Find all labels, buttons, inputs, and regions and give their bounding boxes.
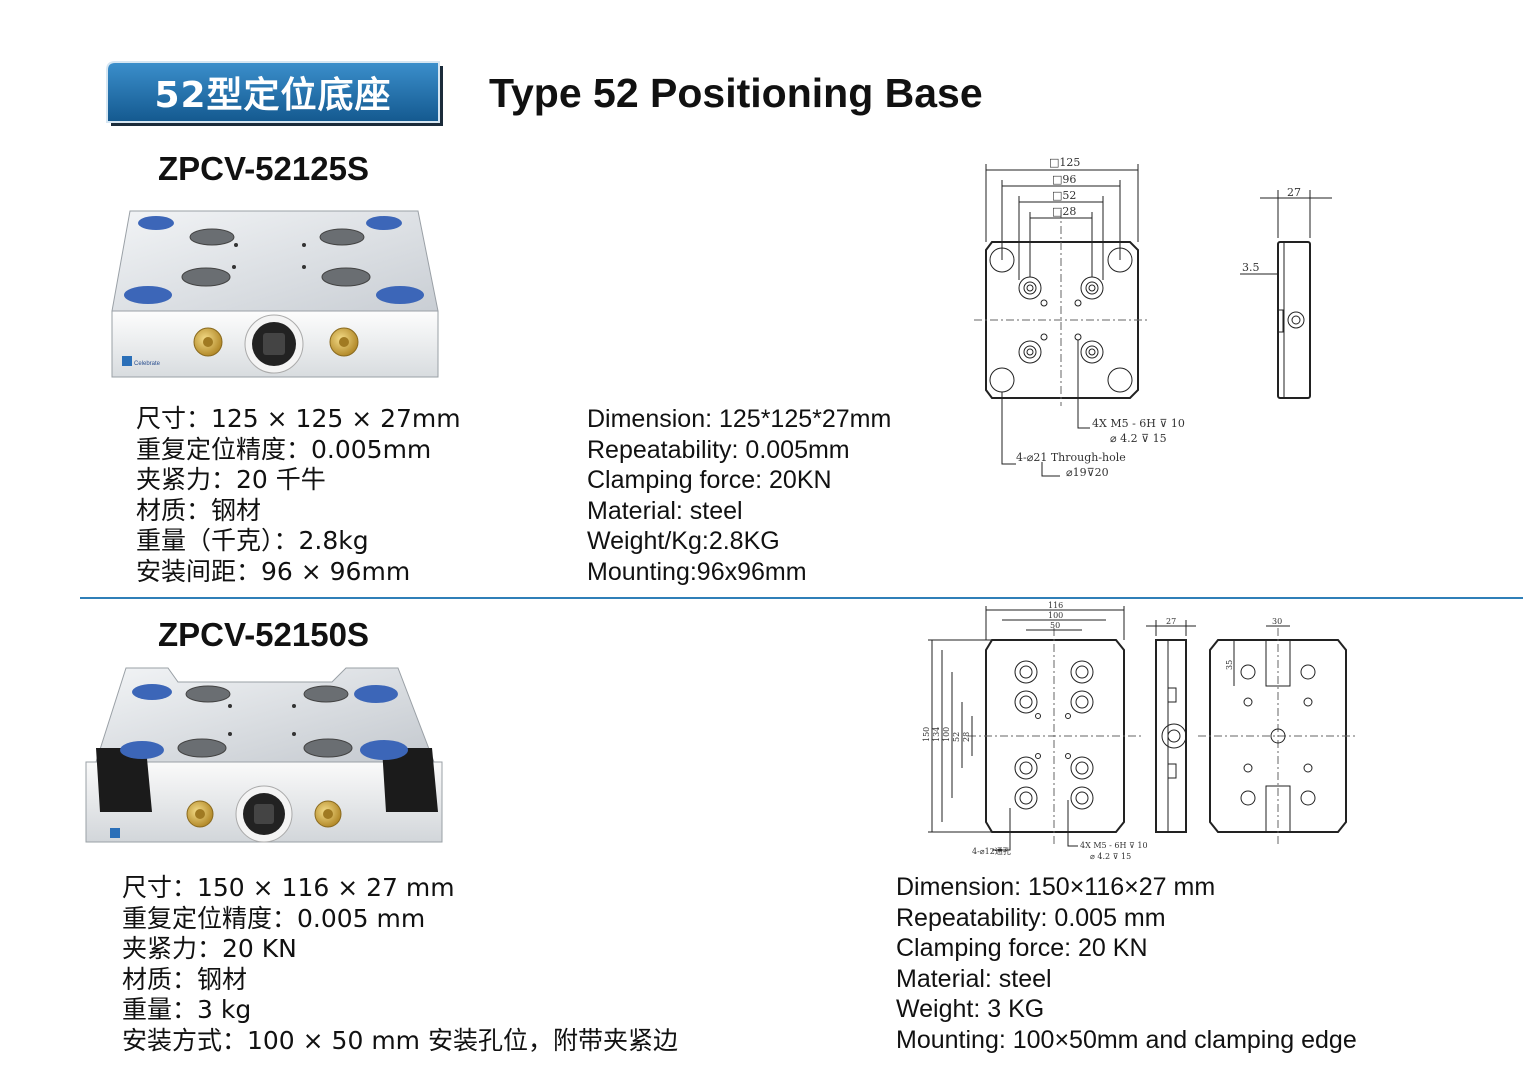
technical-drawing-1: □125 □96 □52 □28 27 3.5 4X M5 - 6H ⊽ 10 …: [974, 156, 1332, 479]
dim-label-100: 100: [1048, 611, 1063, 620]
dim-label-28: 28: [962, 732, 971, 742]
spec-dimension-cn: 尺寸：150 × 116 × 27 mm: [122, 873, 455, 902]
page-title: Type 52 Positioning Base: [489, 70, 983, 116]
product-model-1: ZPCV-52125S: [158, 150, 369, 187]
dim-label-134: 134: [932, 727, 941, 742]
technical-drawing-2: 116 100 50 150 134 100 52 28 27 30 35 4-…: [922, 601, 1358, 861]
spec-weight-cn: 重量（千克）：2.8kg: [136, 526, 369, 556]
spec-material-en: Material: steel: [896, 964, 1052, 993]
spec-dimension-cn: 尺寸：125 × 125 × 27mm: [136, 404, 461, 433]
note-counterbore: ⌀19⊽20: [1066, 466, 1109, 479]
product-photo-1: Celebrate: [111, 210, 439, 378]
spec-mounting-cn: 安装间距：96 × 96mm: [136, 556, 411, 586]
spec-weight-cn: 重量：3 kg: [122, 995, 252, 1025]
spec-repeatability-en: Repeatability: 0.005 mm: [896, 903, 1166, 932]
dim-label-slot: 35: [1225, 660, 1234, 670]
spec-repeatability-en: Repeatability: 0.005mm: [587, 435, 850, 464]
note-through-hole: 4-⌀12通孔: [972, 846, 1011, 856]
spec-clamping-en: Clamping force: 20KN: [587, 466, 832, 495]
dim-label-125: □125: [1049, 156, 1080, 169]
spec-dimension-en: Dimension: 150×116×27 mm: [896, 873, 1216, 901]
note-drill: ⌀ 4.2 ⊽ 15: [1110, 432, 1167, 445]
dim-label-side-width: 27: [1166, 617, 1176, 626]
dim-label-side-offset: 3.5: [1242, 261, 1260, 274]
dim-label-52: 52: [952, 732, 961, 742]
badge-label: 52型定位底座: [154, 75, 392, 116]
dim-label-100: 100: [942, 727, 951, 742]
badge-background: [106, 61, 443, 126]
section-divider: [80, 597, 1523, 599]
spec-list-cn-2: 尺寸：150 × 116 × 27 mm 重复定位精度：0.005 mm 夹紧力…: [122, 873, 678, 1057]
spec-clamping-en: Clamping force: 20 KN: [896, 934, 1148, 963]
note-through-hole: 4-⌀21 Through-hole: [1016, 451, 1126, 464]
note-drill: ⌀ 4.2 ⊽ 15: [1090, 852, 1131, 861]
spec-mounting-cn: 安装方式：100 × 50 mm 安装孔位，附带夹紧边: [122, 1025, 678, 1055]
spec-clamping-cn: 夹紧力：20 千牛: [136, 465, 326, 495]
spec-mounting-en: Mounting:96x96mm: [587, 557, 807, 586]
dim-label-52: □52: [1052, 189, 1076, 202]
dim-label-28: □28: [1052, 205, 1076, 218]
dim-label-side-width: 27: [1287, 186, 1301, 199]
product-model-2: ZPCV-52150S: [158, 616, 369, 653]
product-photo-2: [85, 667, 443, 843]
spec-list-cn-1: 尺寸：125 × 125 × 27mm 重复定位精度：0.005mm 夹紧力：2…: [136, 404, 461, 588]
spec-material-en: Material: steel: [587, 496, 743, 525]
spec-list-en-2: Dimension: 150×116×27 mm Repeatability: …: [896, 872, 1357, 1056]
spec-weight-en: Weight/Kg:2.8KG: [587, 527, 780, 556]
spec-repeatability-cn: 重复定位精度：0.005mm: [136, 434, 432, 464]
spec-list-en-1: Dimension: 125*125*27mm Repeatability: 0…: [587, 404, 891, 588]
spec-mounting-en: Mounting: 100×50mm and clamping edge: [896, 1025, 1357, 1054]
note-thread: 4X M5 - 6H ⊽ 10: [1080, 841, 1148, 850]
dim-label-96: □96: [1052, 173, 1076, 186]
dim-label-50: 50: [1050, 621, 1060, 630]
spec-material-cn: 材质：钢材: [136, 495, 262, 525]
dim-label-150: 150: [922, 727, 931, 742]
spec-material-cn: 材质：钢材: [122, 964, 248, 994]
spec-repeatability-cn: 重复定位精度：0.005 mm: [122, 903, 426, 933]
svg-text:Celebrate: Celebrate: [134, 361, 161, 367]
dim-label-bottom-width: 30: [1272, 617, 1282, 626]
note-thread: 4X M5 - 6H ⊽ 10: [1092, 417, 1185, 430]
section-badge: 52型定位底座: [103, 60, 449, 132]
dim-label-116: 116: [1048, 601, 1063, 610]
spec-dimension-en: Dimension: 125*125*27mm: [587, 405, 892, 433]
spec-clamping-cn: 夹紧力：20 KN: [122, 934, 297, 964]
spec-weight-en: Weight: 3 KG: [896, 995, 1045, 1024]
